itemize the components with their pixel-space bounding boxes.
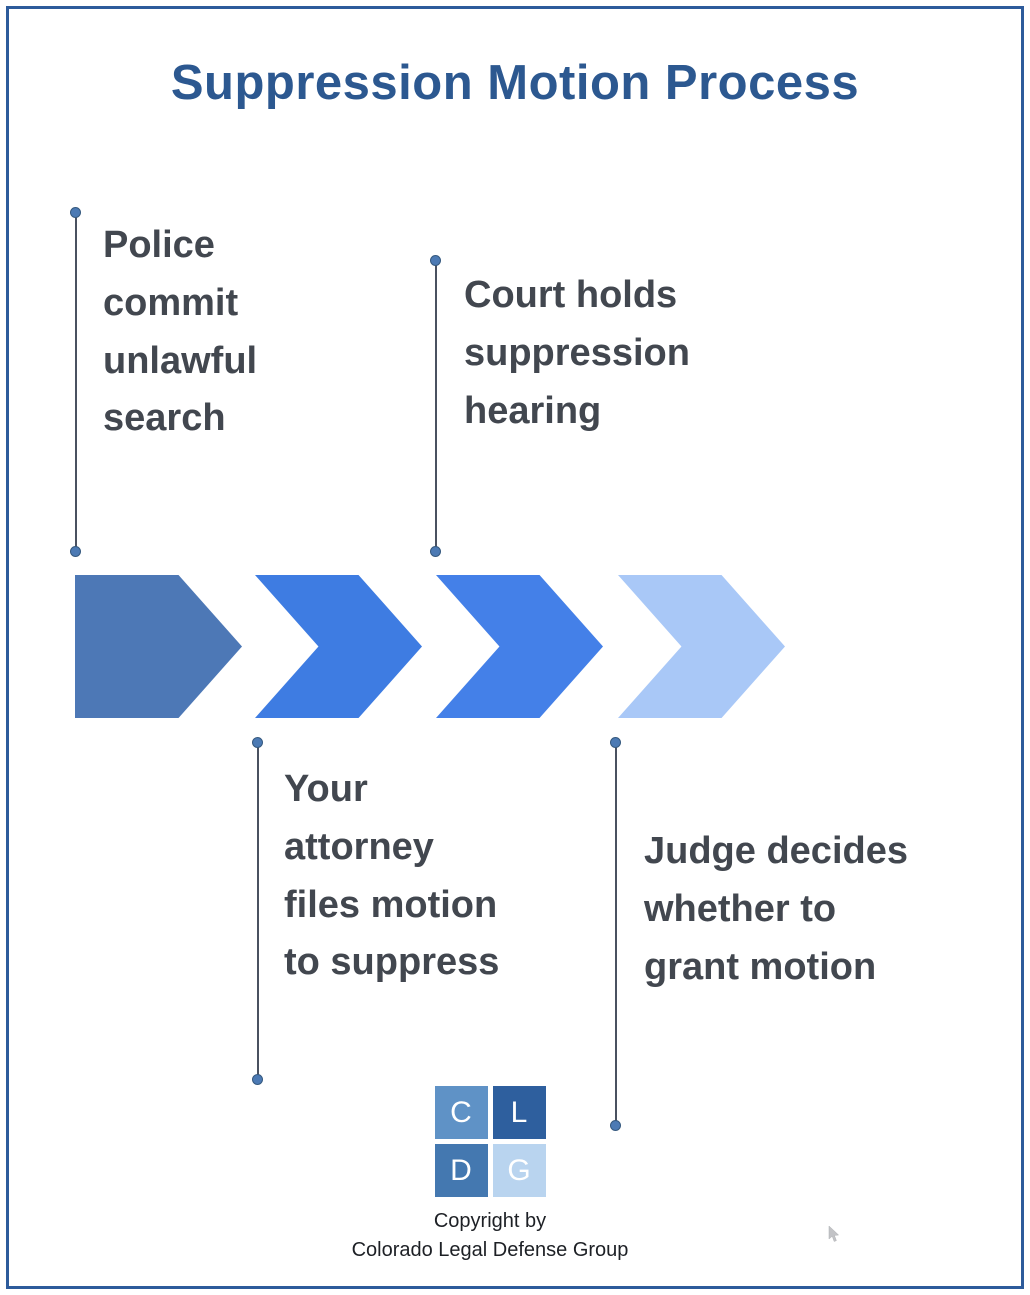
logo-square-l: L (492, 1086, 546, 1139)
step-label-judge: Judge decides whether to grant motion (644, 830, 908, 988)
connector-dot-bottom (430, 546, 441, 557)
footer: C L D G Copyright by Colorado Legal Defe… (300, 1086, 680, 1265)
logo-square-g: G (492, 1144, 546, 1197)
connector-line (256, 743, 259, 1079)
step-callout-attorney: Your attorney files motion to suppress (252, 737, 572, 1085)
connector-line (74, 213, 77, 551)
copyright-line1: Copyright by (433, 1210, 547, 1232)
connector-dot-bottom (70, 546, 81, 557)
connector-dot-bottom (252, 1074, 263, 1085)
step-label-attorney: Your attorney files motion to suppress (284, 768, 500, 984)
chevron-arrow-1 (75, 575, 242, 718)
connector-dot-top (610, 737, 621, 748)
connector-dot-top (70, 207, 81, 218)
step-callout-judge: Judge decides whether to grant motion (610, 737, 970, 1131)
process-arrows (75, 575, 795, 718)
cursor-icon (828, 1226, 840, 1242)
connector-dot-top (252, 737, 263, 748)
cldg-logo: C L D G (434, 1086, 546, 1197)
connector-dot-top (430, 255, 441, 266)
chevron-arrow-3 (436, 575, 603, 718)
step-label-police: Police commit unlawful search (103, 224, 258, 440)
connector-dot-bottom (610, 1120, 621, 1131)
step-label-court: Court holds suppression hearing (464, 274, 690, 432)
step-callout-police: Police commit unlawful search (70, 207, 370, 557)
connector-line (614, 743, 617, 1125)
chevron-arrow-4 (618, 575, 785, 718)
logo-square-c: C (434, 1086, 488, 1139)
logo-square-d: D (434, 1144, 488, 1197)
chevron-arrow-2 (255, 575, 422, 718)
page-title: Suppression Motion Process (170, 56, 860, 110)
step-callout-court: Court holds suppression hearing (430, 255, 760, 557)
copyright-line2: Colorado Legal Defense Group (351, 1239, 629, 1261)
connector-line (434, 261, 437, 551)
copyright: Copyright by Colorado Legal Defense Grou… (300, 1207, 680, 1265)
